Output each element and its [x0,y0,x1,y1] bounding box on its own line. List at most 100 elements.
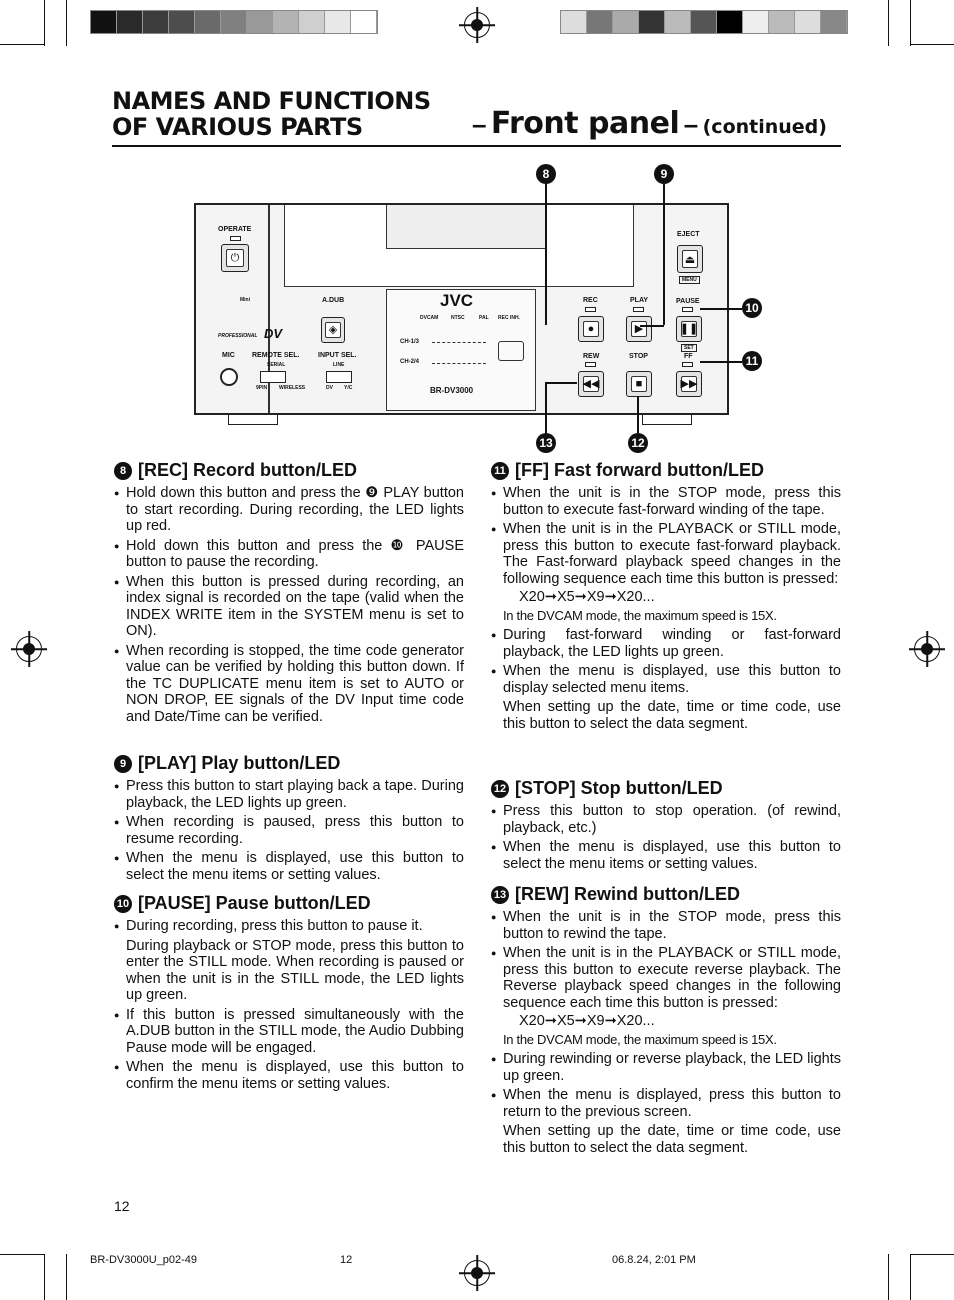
input-sel-label: INPUT SEL. [318,352,357,359]
crop-mark [44,1254,45,1300]
leader-line [640,325,664,327]
callout-9: 9 [654,164,674,184]
ch24-meter-label: CH-2/4 [400,359,420,365]
dvcam-indicator: DVCAM [420,315,439,321]
crop-mark [66,1254,67,1300]
yc-label: Y/C [344,385,353,391]
list-item: During fast-forward winding or fast-forw… [491,627,841,660]
power-icon: ⏻ [225,248,245,268]
crop-mark [910,44,954,45]
play-label: PLAY [630,297,649,304]
rec-led [585,307,596,312]
remote-sel-switch[interactable] [260,371,286,383]
leader-line [637,396,639,433]
rec-inh-indicator: REC INH. [498,315,520,321]
leader-line [545,382,577,384]
pause-section: 10[PAUSE] Pause button/LED During record… [114,893,464,1092]
crop-mark [888,1254,889,1300]
adub-button[interactable]: ◈ [321,317,345,343]
dv-logo: DV [264,326,283,341]
crop-mark [910,1254,954,1255]
input-sel-switch[interactable] [326,371,352,383]
section-title: – Front panel – (continued) [472,106,827,141]
rec-section: 8[REC] Record button/LED Hold down this … [114,460,464,725]
crop-mark [0,44,44,45]
model-label: BR-DV3000 [430,386,474,395]
menu-label: MENU [679,276,700,284]
ff-label: FF [684,353,693,360]
callout-8: 8 [536,164,556,184]
pal-indicator: PAL [479,315,489,321]
section-heading: 10[PAUSE] Pause button/LED [114,893,464,914]
section-heading: 13[REW] Rewind button/LED [491,884,841,905]
adub-label: A.DUB [322,297,345,304]
pause-button[interactable]: ❚❚ [676,316,702,342]
callout-13: 13 [536,433,556,453]
print-date: 06.8.24, 2:01 PM [612,1254,696,1266]
page-number: 12 [114,1198,130,1214]
stop-icon: ■ [630,375,648,393]
play-section: 9[PLAY] Play button/LED Press this butto… [114,753,464,883]
pause-led [682,307,693,312]
eject-icon: ⏏ [681,249,699,269]
list-item: Hold down this button and press the ❿ PA… [114,538,464,571]
callout-10: 10 [742,298,762,318]
list-item: When recording is stopped, the time code… [114,643,464,726]
ff-button[interactable]: ▶▶ [676,371,702,397]
dvcam-note: In the DVCAM mode, the maximum speed is … [503,1032,777,1047]
section-heading: 8[REC] Record button/LED [114,460,464,481]
play-icon: ▶ [630,320,648,338]
ff-section: 11[FF] Fast forward button/LED When the … [491,460,841,732]
play-button[interactable]: ▶ [626,316,652,342]
audio-level-meter [432,342,486,364]
counter-window [498,341,524,361]
crop-mark [910,1254,911,1300]
list-item: When the unit is in the STOP mode, press… [491,909,841,942]
adub-icon: ◈ [325,321,341,339]
pause-icon: ❚❚ [680,320,698,338]
list-item: When the menu is displayed, use this but… [114,1059,464,1092]
line-label: LINE [333,362,345,368]
professional-label: PROFESSIONAL [218,333,258,339]
stop-section: 12[STOP] Stop button/LED Press this butt… [491,778,841,872]
operate-button[interactable]: ⏻ [221,244,249,272]
wireless-label: WIRELESS [279,385,306,391]
rew-button[interactable]: ◀◀ [578,371,604,397]
ch13-meter-label: CH-1/3 [400,339,420,345]
operate-led [230,236,241,241]
list-item: Press this button to start playing back … [114,778,464,811]
rewind-icon: ◀◀ [583,375,599,393]
callout-12: 12 [628,433,648,453]
registration-mark-icon [464,1260,490,1286]
ff-led [682,362,693,367]
device-foot [642,415,692,425]
rec-button[interactable]: ● [578,316,604,342]
fast-forward-icon: ▶▶ [681,375,697,393]
crop-mark [910,0,911,46]
mini-label: Mini [240,297,250,303]
registration-mark-icon [914,636,940,662]
speed-sequence: X20➞X5➞X9➞X20... [519,589,655,605]
list-item: When the menu is displayed, use this but… [491,663,841,732]
dvcam-note: In the DVCAM mode, the maximum speed is … [503,608,777,623]
mic-jack[interactable] [220,368,238,386]
leader-line [663,184,665,325]
leader-line [545,382,547,433]
grayscale-bar-right [560,10,848,34]
front-panel-illustration: OPERATE ⏻ Mini PROFESSIONAL DV A.DUB ◈ M… [194,203,729,415]
record-icon: ● [582,320,600,338]
list-item: When this button is pressed during recor… [114,574,464,640]
registration-mark-icon [464,12,490,38]
display-window [386,289,536,411]
stop-button[interactable]: ■ [626,371,652,397]
rew-led [585,362,596,367]
play-led [633,307,644,312]
rew-label: REW [583,353,600,360]
list-item: When the unit is in the PLAYBACK or STIL… [491,945,841,1011]
eject-button[interactable]: ⏏ [677,245,703,273]
list-item: When the menu is displayed, use this but… [491,839,841,872]
device-foot [228,415,278,425]
leader-line [700,361,742,363]
crop-mark [66,0,67,46]
list-item: When the menu is displayed, press this b… [491,1087,841,1156]
